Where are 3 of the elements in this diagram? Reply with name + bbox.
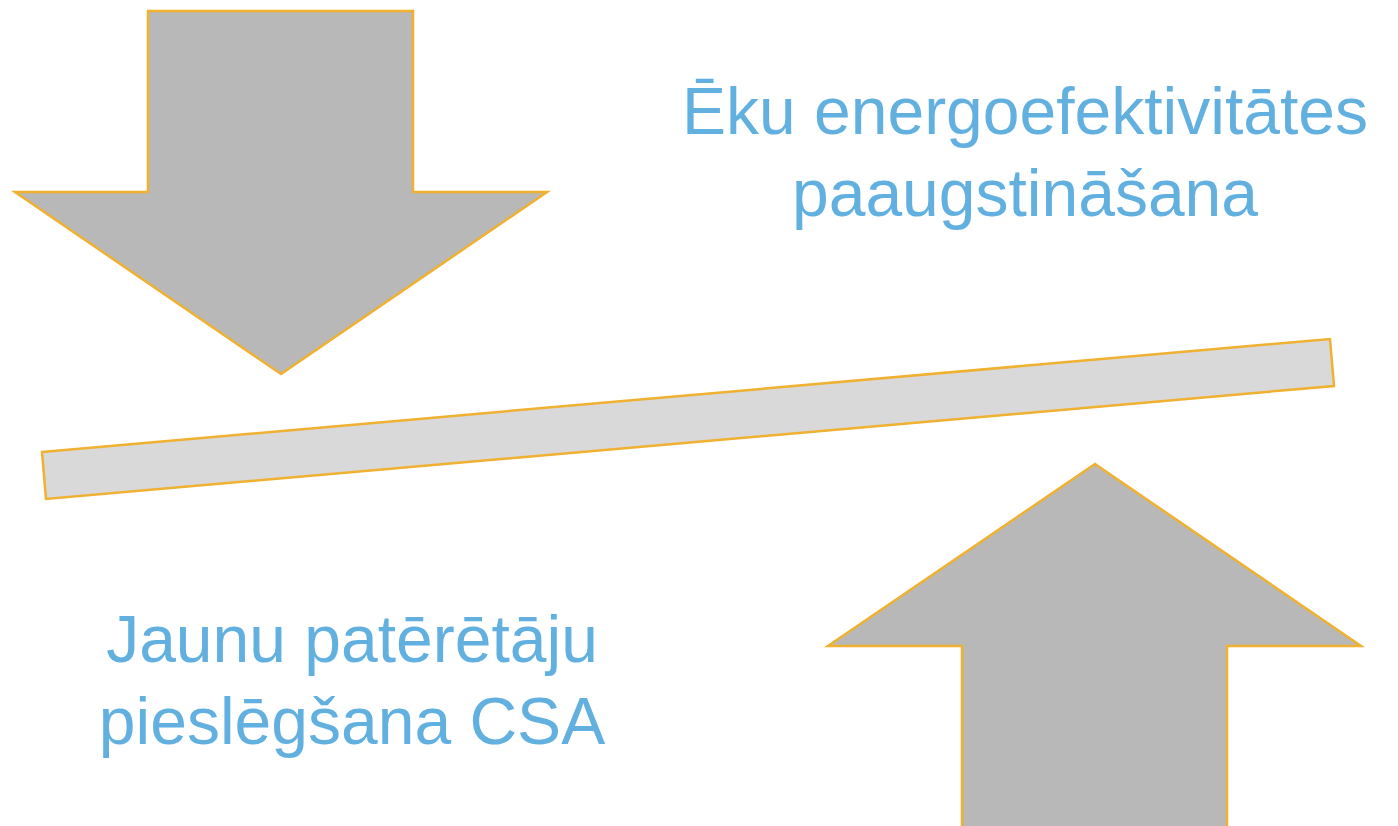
tilted-bar <box>40 337 1336 501</box>
caption-text: Ēku energoefektivitātes paaugstināšana <box>680 73 1370 232</box>
caption-text: Jaunu patērētāju pieslēgšana CSA <box>97 601 607 760</box>
